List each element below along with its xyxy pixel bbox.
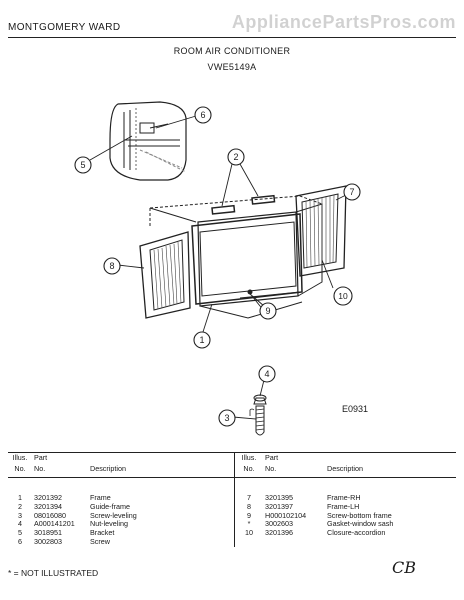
handwritten-initials: CB [392,558,416,577]
illus-no: * [234,520,263,530]
illus-no: 6 [18,536,22,546]
watermark: AppliancePartsPros.com [231,12,456,32]
col-description-2: Description [325,464,456,478]
table-row: 1 3201392 Frame 7 3201395 Frame-RH [8,477,456,503]
illus-no: 4 [18,519,22,529]
product-title: ROOM AIR CONDITIONER [173,46,291,56]
col-part-label: Part [32,452,88,464]
part-description: Nut-leveling [90,519,128,529]
illus-no: 9 [234,511,263,521]
part-description: Bracket [90,528,115,538]
callout-circles [74,106,361,427]
table-row: 6 3002803 Screw [8,536,456,547]
leader-lines [89,115,347,420]
illus-no: 7 [234,477,263,503]
part-description: Frame [90,493,111,502]
part-no: 3201394 [34,501,62,511]
part-no: 3018951 [34,528,62,538]
part-description: Guide-frame [90,501,130,511]
illus-no: 3 [18,510,22,520]
parts-table: Illus. Part Illus. Part No. No. Descript… [8,452,456,547]
callout-6: 6 [200,110,205,120]
table-row: 5 3018951 Bracket 10 3201396 Closure-acc… [8,528,456,538]
col-part-label-2: Part [263,452,325,464]
part-description: Frame-RH [327,493,361,502]
col-part-no-2: No. [263,464,325,478]
callout-8: 8 [109,261,114,271]
col-illus-no-2: No. [234,464,263,478]
table-row: 4 A000141201 Nut-leveling * 3002603 Gask… [8,519,456,530]
col-illus-label: Illus. [8,452,32,464]
part-no: 3002803 [34,536,62,546]
part-description: Closure-accordion [327,528,386,538]
brand-name: MONTGOMERY WARD [8,22,121,33]
callout-5: 5 [80,160,85,170]
callout-7: 7 [349,187,354,197]
part-no: A000141201 [34,519,75,529]
callout-2: 2 [233,152,238,162]
part-no: 3002603 [265,519,293,529]
illus-no: 2 [18,501,22,511]
col-part-no: No. [32,464,88,478]
header-rule [8,37,456,38]
part-no: H000102104 [265,510,307,520]
part-description: Screw-leveling [90,510,137,520]
illus-no: 1 [18,493,22,502]
callout-10: 10 [338,291,348,301]
callout-3: 3 [224,413,229,423]
part-no: 3201397 [265,501,293,511]
illus-no: 10 [234,528,263,538]
callout-4: 4 [264,369,269,379]
col-illus-label-2: Illus. [234,452,263,464]
front-frame [191,213,303,305]
callout-9: 9 [265,306,270,316]
right-accordion-panel [295,185,347,277]
table-row: 3 08016080 Screw-leveling 9 H000102104 S… [8,510,456,521]
col-description: Description [88,464,235,478]
illus-no: 5 [18,528,22,538]
diagram-code: E0931 [342,404,369,414]
part-no: 3201396 [265,528,293,538]
footnote: * = NOT ILLUSTRATED [8,568,99,578]
part-description: Gasket-window sash [327,519,394,529]
left-accordion-panel [139,231,191,319]
part-no: 08016080 [34,510,66,520]
table-row: 2 3201394 Guide-frame 8 3201397 Frame-LH [8,501,456,512]
leveling-screw-assembly [249,394,267,436]
callout-numbers: 6 5 2 7 8 10 9 1 4 3 [80,110,354,423]
exploded-parts-diagram: 6 5 2 7 8 10 9 1 4 3 [74,101,361,436]
inset-detail [109,101,187,181]
callout-1: 1 [199,335,204,345]
illus-no: 8 [234,502,263,512]
col-illus-no: No. [8,464,32,478]
part-description: Screw-bottom frame [327,510,392,520]
part-no: 3201392 [34,493,62,502]
part-description: Frame-LH [327,501,360,511]
part-no: 3201395 [265,493,293,502]
part-description: Screw [90,536,110,546]
model-number: VWE5149A [207,62,257,72]
